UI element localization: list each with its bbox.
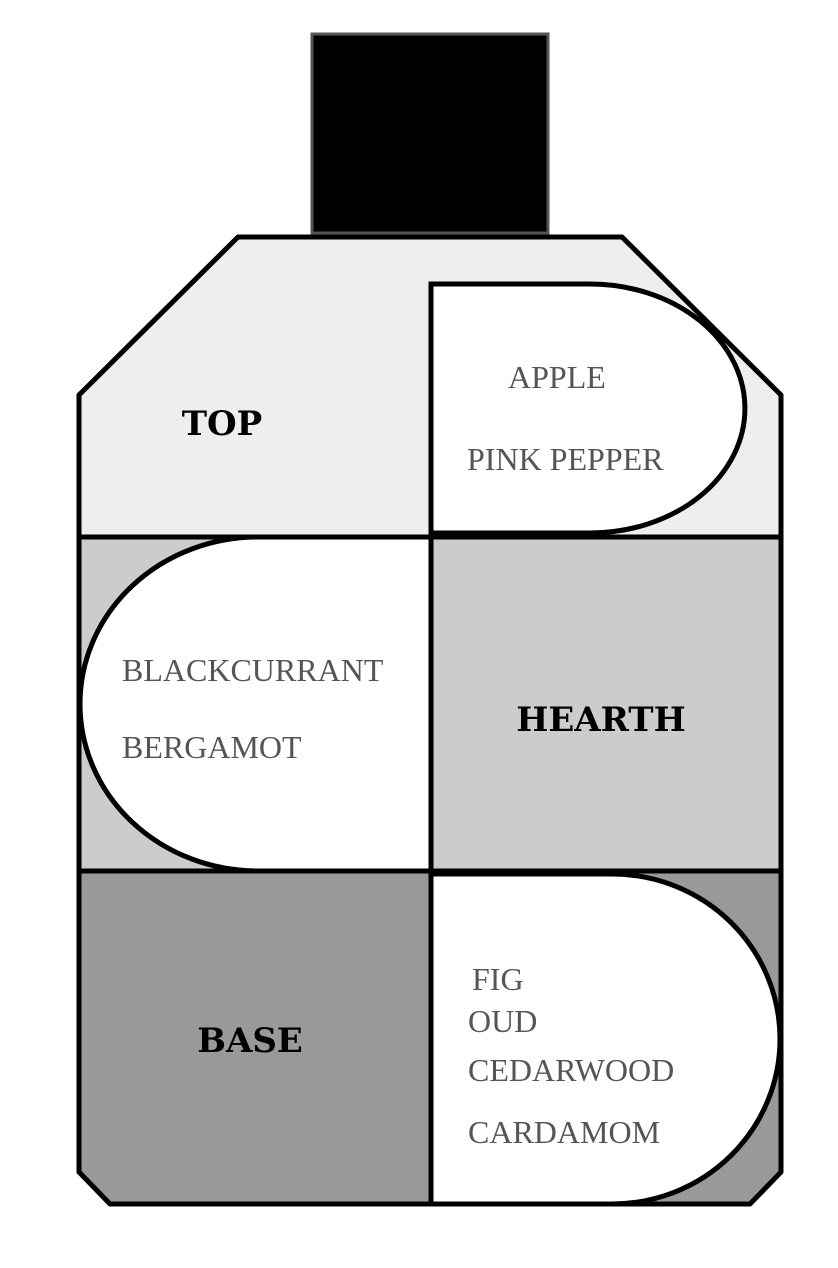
hearth-note: BERGAMOT xyxy=(122,729,302,765)
top-note: APPLE xyxy=(508,359,606,395)
bottle-cap xyxy=(310,32,550,235)
base-note: CEDARWOOD xyxy=(468,1052,674,1088)
top-note: PINK PEPPER xyxy=(467,441,664,477)
base-tier-label: BASE xyxy=(197,1021,303,1061)
base-note: OUD xyxy=(468,1003,537,1039)
hearth-notes-box xyxy=(77,534,434,874)
top-tier-label: TOP xyxy=(182,404,262,444)
top-notes-box xyxy=(428,281,748,536)
hearth-tier-label: HEARTH xyxy=(516,700,686,740)
bottle-outline xyxy=(76,234,784,1207)
hearth-note: BLACKCURRANT xyxy=(122,652,384,688)
base-notes-box xyxy=(428,871,783,1207)
base-note: CARDAMOM xyxy=(468,1114,660,1150)
base-note: FIG xyxy=(472,961,524,997)
